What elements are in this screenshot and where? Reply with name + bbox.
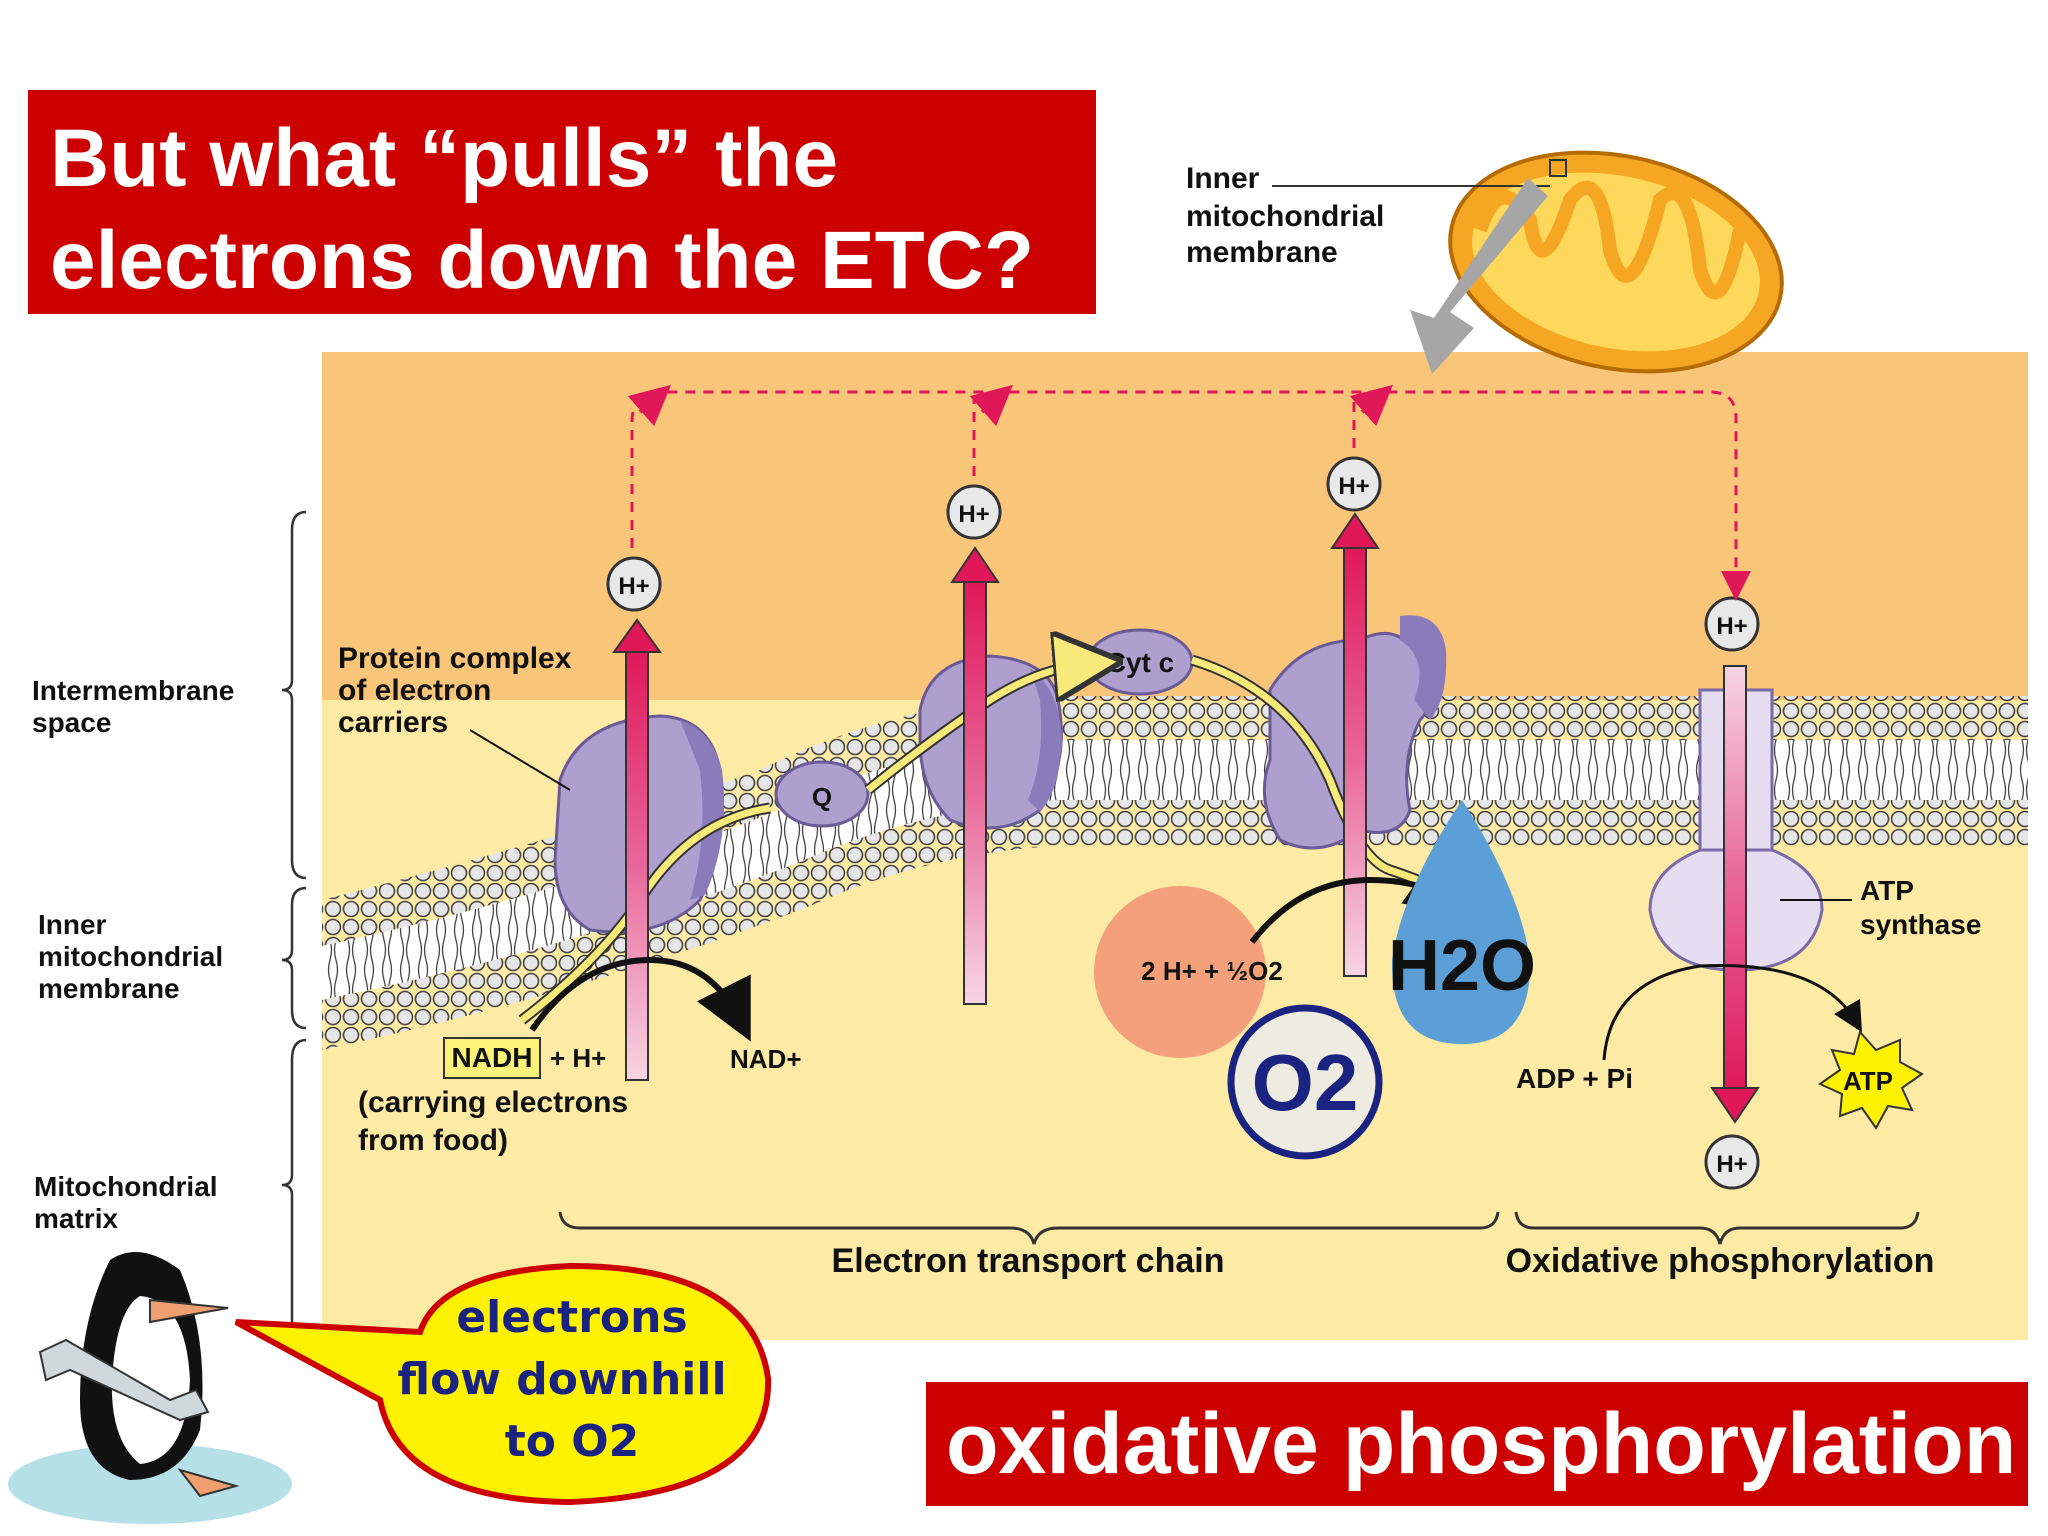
side-braces <box>281 510 307 1337</box>
mito-callout-3: membrane <box>1186 236 1338 269</box>
penguin-mascot <box>8 1252 292 1524</box>
matrix-label-2: matrix <box>34 1203 118 1234</box>
protein-complex-label-2: of electron <box>338 674 491 707</box>
protein-complex-label-1: Protein complex <box>338 642 572 675</box>
inner-membrane-label-3: membrane <box>38 973 180 1004</box>
proton-label: H+ <box>618 573 649 600</box>
water-label: H2O <box>1388 926 1536 1006</box>
oxygen-reaction-label: 2 H+ + ½O2 <box>1141 956 1283 986</box>
oxygen-reaction-circle <box>1094 886 1266 1058</box>
nadh-oxidation-arrow <box>529 956 751 1042</box>
inner-membrane-label-1: Inner <box>38 909 107 940</box>
bottom-banner: oxidative phosphorylation <box>926 1382 2028 1506</box>
speech-line-3: to O2 <box>505 1416 640 1467</box>
oxygen-circle <box>1227 1004 1383 1160</box>
proton-label: H+ <box>1716 1151 1747 1178</box>
speech-line-2: flow downhill <box>397 1354 726 1405</box>
title-banner: But what “pulls” the electrons down the … <box>28 90 1096 314</box>
protein-complex-3 <box>918 654 1063 830</box>
speech-line-1: electrons <box>456 1292 687 1343</box>
proton-label: H+ <box>958 501 989 528</box>
oxphos-bracket <box>1514 1211 1920 1245</box>
proton-ions: H+ H+ H+ H+ H+ <box>606 456 1760 1190</box>
title-line-2: electrons down the ETC? <box>50 215 1035 306</box>
zoom-arrow <box>1410 178 1548 374</box>
speech-bubble: electrons flow downhill to O2 <box>234 1262 772 1506</box>
atp-synthase-label-1: ATP <box>1860 875 1914 906</box>
matrix-label-1: Mitochondrial <box>34 1171 218 1202</box>
adp-label: ADP + Pi <box>1516 1063 1633 1094</box>
oxygen-label: O2 <box>1252 1038 1359 1127</box>
intermembrane-label-1: Intermembrane <box>32 675 234 706</box>
nadh-note-1: (carrying electrons <box>358 1086 628 1119</box>
protein-complex-label-3: carriers <box>338 706 448 739</box>
nad-plus-label: NAD+ <box>730 1044 802 1074</box>
matrix-fill <box>322 846 2028 1340</box>
nadh-box <box>443 1037 541 1079</box>
inner-membrane-label-2: mitochondrial <box>38 941 223 972</box>
atp-synthase-label-2: synthase <box>1860 909 1981 940</box>
atp-label: ATP <box>1843 1066 1893 1096</box>
mito-callout-2: mitochondrial <box>1186 200 1384 233</box>
q-label: Q <box>812 782 832 812</box>
water-drop <box>1391 800 1531 1044</box>
title-line-1: But what “pulls” the <box>50 113 839 204</box>
nadh-plus-h: + H+ <box>550 1043 606 1073</box>
nadh-label: NADH <box>452 1042 533 1073</box>
etc-section-label: Electron transport chain <box>832 1242 1225 1280</box>
q-carrier <box>774 760 870 828</box>
cyt-c-label: Cyt c <box>1106 647 1174 678</box>
oxphos-section-label: Oxidative phosphorylation <box>1506 1242 1935 1280</box>
title-text: But what “pulls” the electrons down the … <box>50 108 1034 312</box>
etc-bracket <box>558 1211 1500 1245</box>
proton-pump-arrows <box>612 512 1760 1124</box>
proton-label: H+ <box>1716 613 1747 640</box>
nadh-note-2: from food) <box>358 1124 508 1157</box>
intermembrane-label-2: space <box>32 707 111 738</box>
bottom-banner-text: oxidative phosphorylation <box>946 1396 2017 1492</box>
mito-callout-1: Inner <box>1186 162 1260 195</box>
atp-synthesis-arrow <box>1602 963 1863 1061</box>
proton-label: H+ <box>1338 473 1369 500</box>
atp-burst <box>1817 1029 1924 1130</box>
